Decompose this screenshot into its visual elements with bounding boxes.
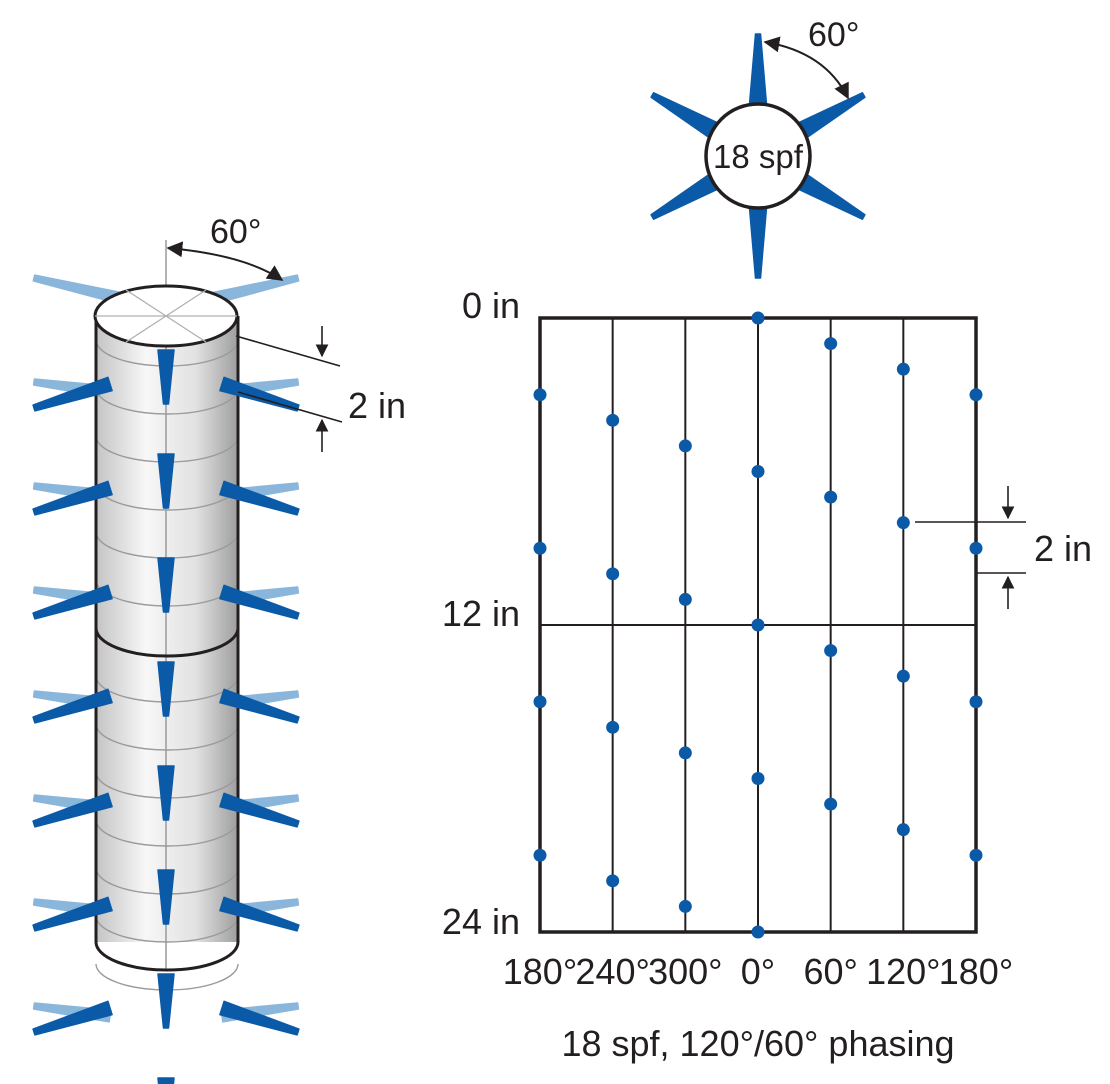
- shot-dot: [969, 848, 983, 862]
- shot-dot: [751, 311, 765, 325]
- phasing-top-view: 18 spf 60°: [650, 16, 866, 279]
- charge-front-center: [157, 765, 175, 821]
- shot-dot: [824, 644, 838, 658]
- gun-spacing-label: 2 in: [348, 385, 406, 426]
- shot-dot: [969, 695, 983, 709]
- gun-band-line: [95, 819, 239, 847]
- shot-dot: [606, 874, 620, 888]
- chart-shot-dots: [533, 311, 983, 939]
- charge-front-center: [157, 661, 175, 717]
- shot-dot: [751, 925, 765, 939]
- depth-label-bottom: 24 in: [442, 901, 520, 942]
- gun-body: [96, 316, 238, 942]
- charge-front-center: [157, 1077, 175, 1084]
- gun-band-line: [95, 915, 239, 943]
- charge-front-right: [219, 1000, 300, 1036]
- charge-front-left: [32, 584, 113, 620]
- column-label: 120°: [866, 951, 940, 992]
- column-label: 300°: [648, 951, 722, 992]
- charge-front-center: [157, 869, 175, 925]
- depth-label-middle: 12 in: [442, 593, 520, 634]
- charge-front-right: [219, 584, 300, 620]
- charge-front-right: [219, 688, 300, 724]
- shot-dot: [751, 465, 765, 478]
- column-label: 180°: [503, 951, 577, 992]
- shot-dot: [824, 797, 838, 811]
- shot-dot: [678, 746, 692, 760]
- shot-layout-chart: 0 in 12 in 24 in 180°240°300°0°60°120°18…: [442, 285, 1092, 1064]
- gun-angle-arc: [166, 241, 284, 281]
- shot-dot: [751, 618, 765, 632]
- shot-dot: [533, 695, 547, 709]
- shot-dot: [533, 541, 547, 555]
- shot-dot: [533, 848, 547, 862]
- shot-dot: [533, 388, 547, 402]
- gun-spacing-dimension: [235, 326, 343, 452]
- shot-dot: [896, 823, 910, 837]
- shot-dot: [896, 362, 910, 376]
- gun-angle-label: 60°: [210, 213, 261, 251]
- gun-joint: [94, 627, 240, 658]
- gun-bottom-edge: [94, 941, 240, 972]
- charge-front-right: [219, 376, 300, 412]
- gun-band-line: [95, 723, 239, 751]
- gun-front-charges: [32, 349, 300, 1084]
- charge-front-center: [157, 973, 175, 1029]
- shot-dot: [606, 413, 620, 427]
- charge-front-left: [32, 376, 113, 412]
- column-label: 0°: [741, 951, 775, 992]
- charge-front-right: [219, 480, 300, 516]
- shot-dot: [606, 567, 620, 581]
- gun-band-line: [95, 387, 239, 415]
- charge-front-left: [32, 1000, 113, 1036]
- chart-spacing-label: 2 in: [1034, 528, 1092, 569]
- top-view-angle-label: 60°: [808, 16, 859, 54]
- charge-front-right: [219, 792, 300, 828]
- shot-dot: [678, 439, 692, 453]
- chart-spacing-dimension: [915, 486, 1026, 609]
- charge-front-left: [32, 480, 113, 516]
- top-view-charges: [650, 33, 866, 279]
- charge-front-left: [32, 896, 113, 932]
- chart-caption: 18 spf, 120°/60° phasing: [561, 1023, 954, 1064]
- gun-top-spokes: [95, 289, 237, 343]
- charge-180deg: [748, 201, 768, 279]
- column-label: 180°: [939, 951, 1013, 992]
- charge-front-center: [157, 453, 175, 509]
- charge-front-center: [157, 349, 175, 405]
- shot-dot: [896, 516, 910, 530]
- shot-dot: [824, 490, 838, 504]
- shot-dot: [896, 669, 910, 683]
- shot-dot: [678, 592, 692, 606]
- shot-dot: [678, 899, 692, 913]
- column-label: 240°: [575, 951, 649, 992]
- column-label: 60°: [803, 951, 857, 992]
- top-view-angle-arc: [763, 36, 849, 100]
- charge-front-right: [219, 896, 300, 932]
- top-view-gun-circle: [704, 102, 812, 210]
- top-view-center-label: 18 spf: [713, 138, 804, 175]
- gun-3d-view: 60° 2 in: [32, 213, 406, 1084]
- charge-front-left: [32, 688, 113, 724]
- shot-dot: [969, 388, 983, 402]
- charge-front-center: [157, 557, 175, 613]
- shot-dot: [969, 541, 983, 555]
- shot-dot: [751, 772, 765, 785]
- shot-dot: [824, 337, 838, 351]
- depth-label-top: 0 in: [462, 285, 520, 326]
- shot-dot: [606, 720, 620, 734]
- charge-0deg: [748, 33, 768, 111]
- charge-front-left: [32, 792, 113, 828]
- column-angle-labels: 180°240°300°0°60°120°180°: [503, 951, 1013, 992]
